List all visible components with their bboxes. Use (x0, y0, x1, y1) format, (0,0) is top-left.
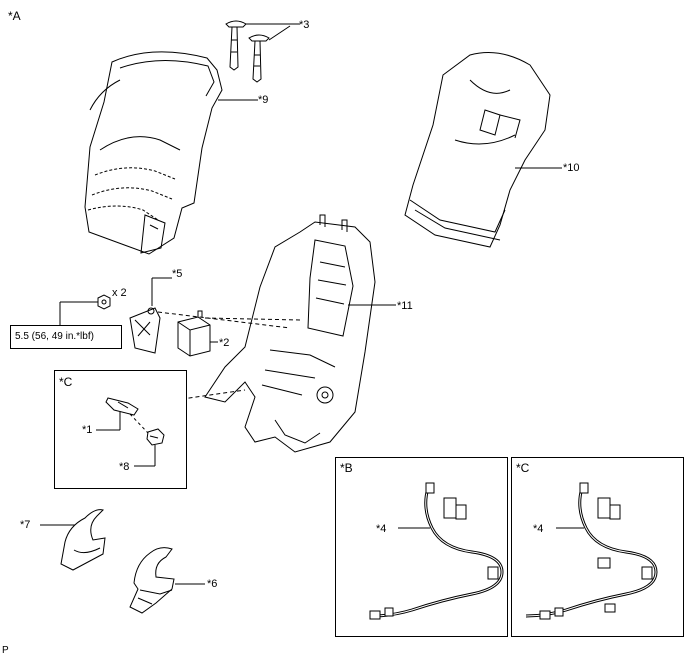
bracket-icon (129, 277, 172, 354)
control-module-icon (177, 310, 218, 357)
callout-7: *7 (20, 519, 31, 531)
callout-2: *2 (219, 337, 230, 349)
cover-icon (40, 509, 106, 571)
callout-5: *5 (172, 268, 183, 280)
inset-c (511, 457, 684, 637)
nut-icon (59, 294, 111, 326)
callout-1: *1 (82, 424, 93, 436)
callout-4-c: *4 (533, 523, 544, 535)
cover-icon (129, 547, 205, 614)
inset-b-title: *B (340, 461, 353, 475)
pin-icon (225, 20, 300, 83)
seat-frame-icon (204, 214, 396, 453)
footer-mark: P (2, 645, 9, 656)
callout-11: *11 (397, 300, 413, 312)
inset-c-title: *C (516, 461, 530, 475)
callout-6: *6 (207, 578, 218, 590)
inset-c-small-title: *C (59, 375, 73, 389)
torque-spec: 5.5 (56, 49 in.*lbf) (10, 325, 122, 349)
seatback-pad-icon (404, 52, 562, 248)
quantity-label: x 2 (112, 287, 127, 299)
callout-3: *3 (299, 19, 310, 31)
view-label: *A (8, 9, 21, 23)
callout-8: *8 (119, 461, 130, 473)
callout-10: *10 (563, 162, 580, 174)
callout-9: *9 (258, 94, 269, 106)
seatback-cover-icon (84, 51, 258, 255)
callout-4-b: *4 (376, 523, 387, 535)
